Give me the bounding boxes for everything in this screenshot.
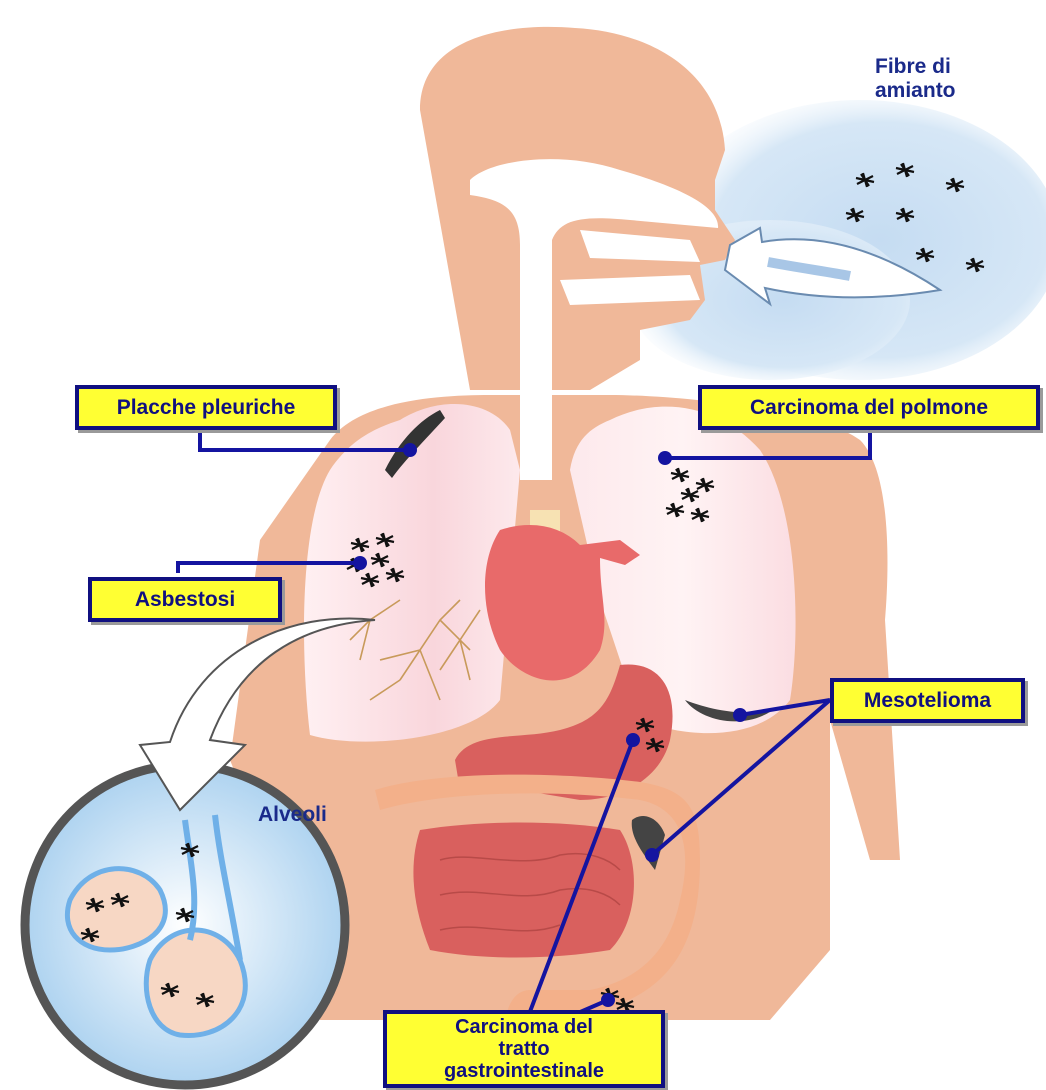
label-alveoli: Alveoli — [258, 803, 327, 827]
label-mesotelioma: Mesotelioma — [830, 678, 1025, 723]
label-asbestosi: Asbestosi — [88, 577, 282, 622]
label-carcinoma-gastrointestinale: Carcinoma del tratto gastrointestinale — [383, 1010, 665, 1088]
label-fibre-di-amianto: Fibre di amianto — [875, 55, 1025, 103]
label-carcinoma-polmone: Carcinoma del polmone — [698, 385, 1040, 430]
label-placche-pleuriche: Placche pleuriche — [75, 385, 337, 430]
